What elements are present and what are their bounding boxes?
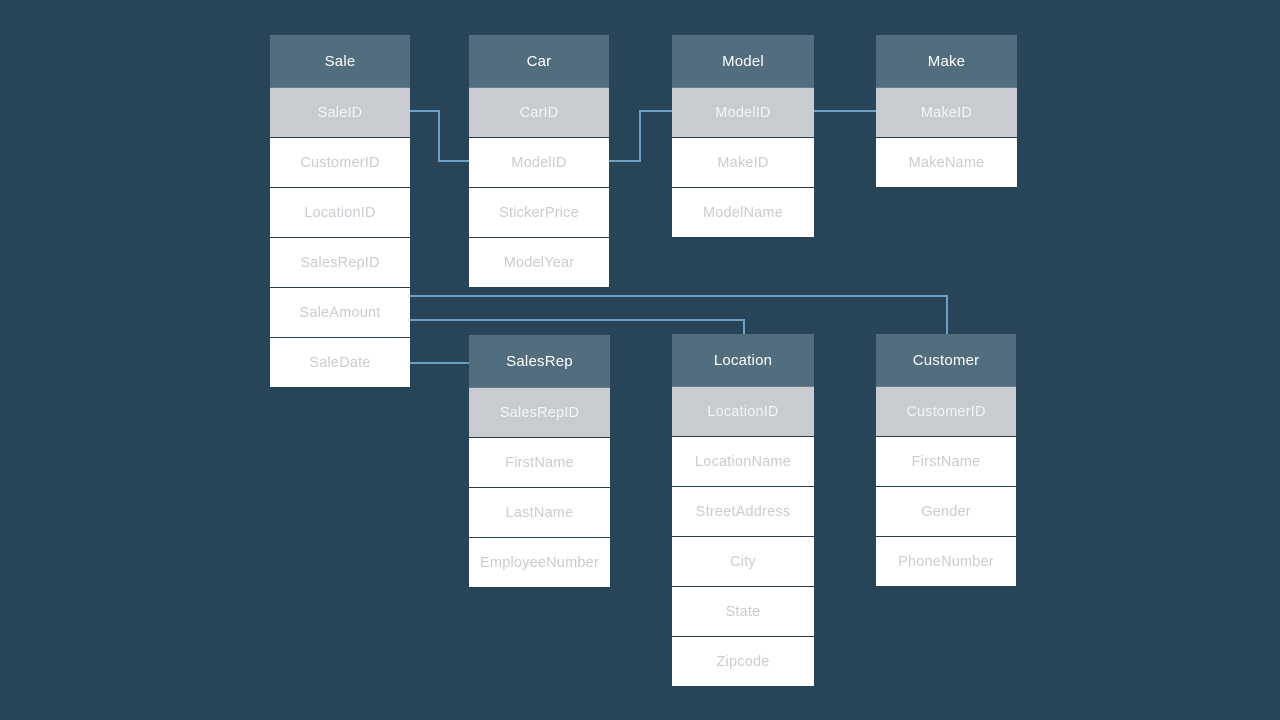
entity-title-make: Make xyxy=(876,35,1017,87)
field-row-location-state[interactable]: State xyxy=(672,586,814,636)
field-row-car-carid[interactable]: CarID xyxy=(469,87,609,137)
entity-title-salesrep: SalesRep xyxy=(469,335,610,387)
relationship-line-4 xyxy=(410,319,745,334)
entity-title-model: Model xyxy=(672,35,814,87)
relationship-line-0 xyxy=(410,110,469,162)
field-row-model-makeid[interactable]: MakeID xyxy=(672,137,814,187)
field-row-location-streetaddress[interactable]: StreetAddress xyxy=(672,486,814,536)
field-row-customer-customerid[interactable]: CustomerID xyxy=(876,386,1016,436)
entity-title-customer: Customer xyxy=(876,334,1016,386)
field-row-location-zipcode[interactable]: Zipcode xyxy=(672,636,814,686)
field-row-car-stickerprice[interactable]: StickerPrice xyxy=(469,187,609,237)
field-row-salesrep-firstname[interactable]: FirstName xyxy=(469,437,610,487)
field-row-location-locationid[interactable]: LocationID xyxy=(672,386,814,436)
field-row-sale-salesrepid[interactable]: SalesRepID xyxy=(270,237,410,287)
field-row-customer-phonenumber[interactable]: PhoneNumber xyxy=(876,536,1016,586)
field-row-sale-saleamount[interactable]: SaleAmount xyxy=(270,287,410,337)
field-row-sale-customerid[interactable]: CustomerID xyxy=(270,137,410,187)
entity-title-car: Car xyxy=(469,35,609,87)
field-row-location-locationname[interactable]: LocationName xyxy=(672,436,814,486)
field-row-customer-firstname[interactable]: FirstName xyxy=(876,436,1016,486)
field-row-make-makeid[interactable]: MakeID xyxy=(876,87,1017,137)
relationship-line-3 xyxy=(410,295,948,334)
field-row-salesrep-lastname[interactable]: LastName xyxy=(469,487,610,537)
field-row-car-modelid[interactable]: ModelID xyxy=(469,137,609,187)
field-row-salesrep-salesrepid[interactable]: SalesRepID xyxy=(469,387,610,437)
field-row-sale-saledate[interactable]: SaleDate xyxy=(270,337,410,387)
field-row-model-modelname[interactable]: ModelName xyxy=(672,187,814,237)
field-row-salesrep-employeenumber[interactable]: EmployeeNumber xyxy=(469,537,610,587)
field-row-car-modelyear[interactable]: ModelYear xyxy=(469,237,609,287)
field-row-make-makename[interactable]: MakeName xyxy=(876,137,1017,187)
relationship-line-1 xyxy=(609,110,672,162)
entity-title-location: Location xyxy=(672,334,814,386)
field-row-model-modelid[interactable]: ModelID xyxy=(672,87,814,137)
field-row-sale-saleid[interactable]: SaleID xyxy=(270,87,410,137)
field-row-customer-gender[interactable]: Gender xyxy=(876,486,1016,536)
field-row-sale-locationid[interactable]: LocationID xyxy=(270,187,410,237)
entity-title-sale: Sale xyxy=(270,35,410,87)
field-row-location-city[interactable]: City xyxy=(672,536,814,586)
